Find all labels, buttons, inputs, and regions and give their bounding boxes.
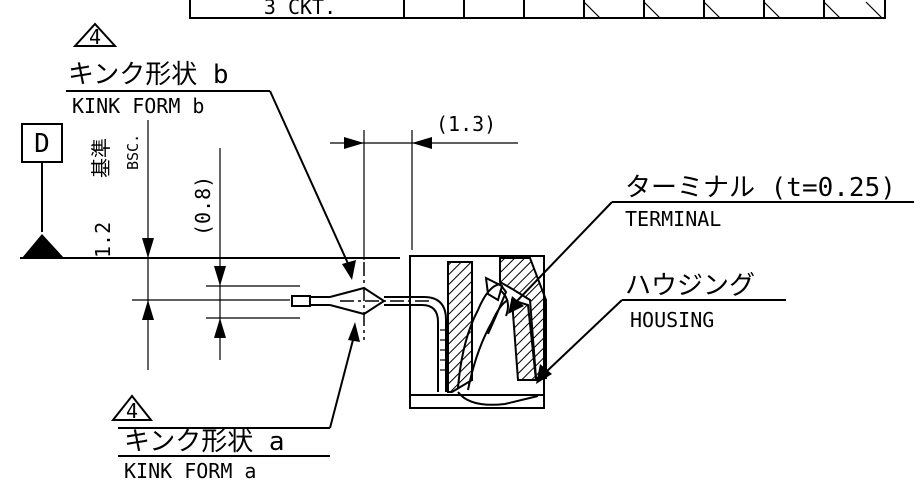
terminal-callout: ターミナル (t=0.25) TERMINAL [508, 173, 914, 314]
circuit-table: 3 CKT. [189, 0, 886, 19]
height-value: 1.2 [91, 222, 115, 258]
table-row-label: 3 CKT. [264, 0, 336, 19]
datum-letter: D [34, 129, 50, 159]
kink-form-b-callout: 4 キンク形状 b KINK FORM b [66, 22, 356, 280]
leader-arrow-icon [536, 364, 552, 384]
offset-dimension: (0.8) [191, 148, 300, 360]
revision-triangle-icon [72, 22, 118, 47]
terminal-pin [291, 262, 447, 392]
basic-en: BSC. [124, 134, 142, 170]
datum-triangle-icon [22, 234, 64, 258]
housing-label-en: HOUSING [630, 308, 714, 332]
basic-jp: 基準 [89, 138, 113, 178]
revision-triangle-icon [110, 394, 154, 421]
leader-arrow-icon [348, 322, 360, 342]
terminal-contact [457, 276, 509, 391]
width-value: (1.3) [436, 112, 496, 136]
housing-body [409, 255, 547, 409]
kink-b-mark: 4 [89, 25, 101, 49]
datum-d: D [20, 123, 400, 259]
kink-b-label-jp: キンク形状 b [68, 60, 229, 90]
kink-b-label-en: KINK FORM b [72, 94, 204, 118]
kink-a-label-en: KINK FORM a [124, 459, 256, 483]
leader-arrow-icon [342, 260, 356, 280]
kink-a-mark: 4 [126, 399, 138, 423]
leader-arrow-icon [508, 296, 524, 314]
offset-value: (0.8) [191, 176, 215, 236]
housing-label-jp: ハウジング [625, 271, 755, 301]
housing-callout: ハウジング HOUSING [536, 271, 786, 384]
width-dimension: (1.3) [330, 112, 518, 260]
kink-form-a-callout: 4 キンク形状 a KINK FORM a [110, 322, 360, 483]
kink-a-label-jp: キンク形状 a [124, 427, 285, 457]
height-dimension: 1.2 基準 BSC. [89, 120, 290, 370]
terminal-label-en: TERMINAL [625, 207, 721, 231]
terminal-label-jp: ターミナル (t=0.25) [625, 173, 896, 203]
